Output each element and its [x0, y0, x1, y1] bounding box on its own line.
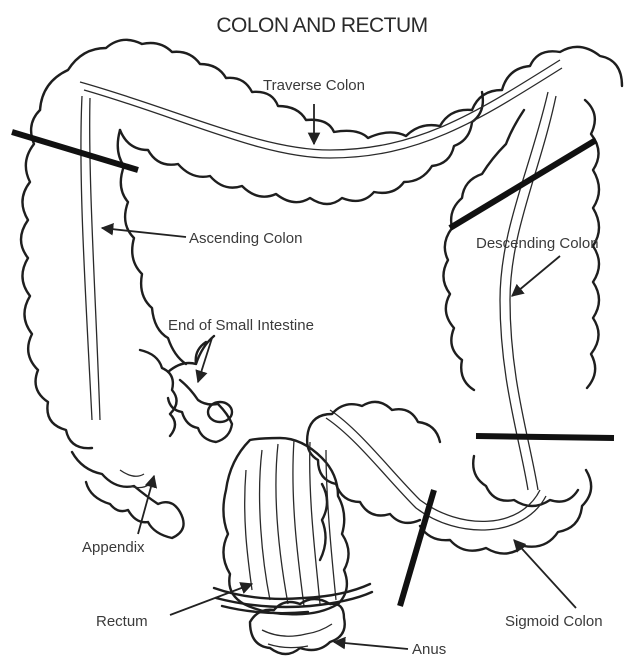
label-anus: Anus: [412, 641, 446, 658]
arrow-sigmoid-colon: [514, 540, 576, 608]
label-small-intestine: End of Small Intestine: [168, 317, 314, 334]
label-sigmoid-colon: Sigmoid Colon: [505, 613, 603, 630]
label-appendix: Appendix: [82, 539, 145, 556]
arrow-anus: [334, 642, 408, 649]
arrow-ascending-colon: [102, 228, 186, 237]
cut-line-sigmoid-bottom: [400, 490, 434, 606]
arrow-appendix: [138, 476, 154, 534]
diagram-title: COLON AND RECTUM: [216, 14, 427, 37]
label-descending-colon: Descending Colon: [476, 235, 599, 252]
label-rectum: Rectum: [96, 613, 148, 630]
label-ascending-colon: Ascending Colon: [189, 230, 302, 247]
label-traverse-colon: Traverse Colon: [263, 77, 365, 94]
cut-line-sigmoid-top: [476, 436, 614, 438]
colon-body: [21, 40, 622, 654]
arrow-descending-colon: [512, 256, 560, 296]
